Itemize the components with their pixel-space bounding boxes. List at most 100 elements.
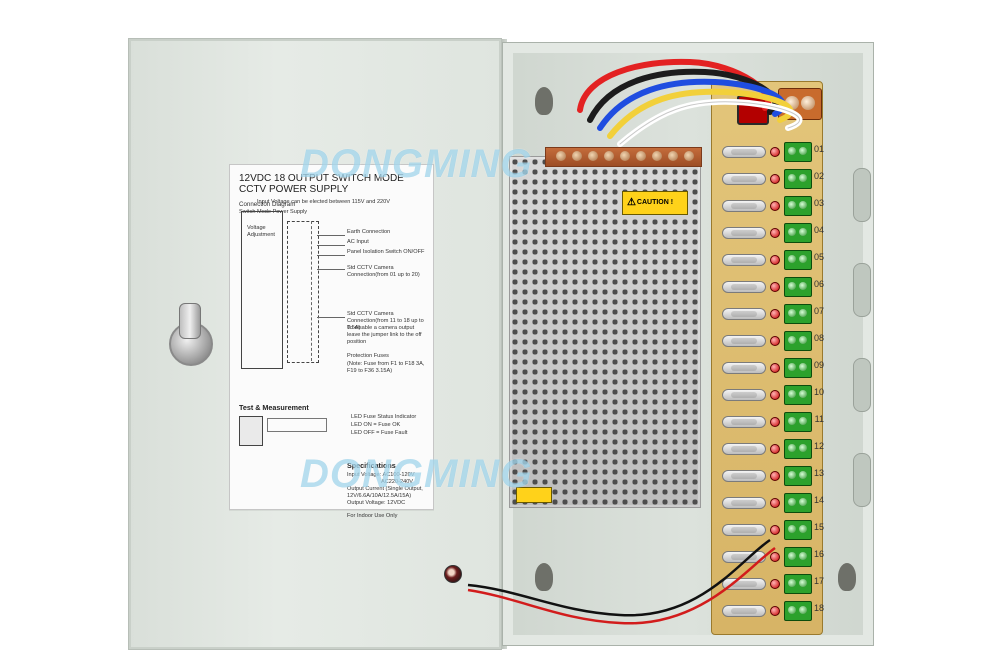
knockout-3 [853,358,871,412]
output-terminal [784,520,812,540]
output-row: 13 [722,464,824,486]
output-channel-number: 16 [813,549,824,559]
fuse [722,551,766,563]
output-terminal [784,439,812,459]
psu-terminal-strip [545,147,702,167]
diagram-line-switch [317,255,345,256]
output-terminal [784,196,812,216]
output-channel-number: 05 [813,252,824,262]
output-row: 11 [722,410,824,432]
output-row: 17 [722,572,824,594]
output-terminal [784,277,812,297]
fuse [722,443,766,455]
label-connection-diagram: Connection Diagram [239,201,296,208]
input-terminal-block [778,88,822,120]
fuse [722,497,766,509]
fuse [722,173,766,185]
enclosure-cabinet: CAUTION ! 010203040506070809101112131415… [502,42,874,646]
diagram-rail [311,221,312,361]
diagram-psu-box [241,211,283,369]
output-terminal [784,601,812,621]
knockout-4 [853,453,871,507]
fuse [722,362,766,374]
status-led [770,336,780,346]
diagram-protection-fuses: Protection Fuses [347,353,389,359]
label-specifications: Specifications [347,461,396,470]
mount-hole-bottom-right [838,563,856,591]
mount-hole-top [535,87,553,115]
fuse [722,416,766,428]
output-row: 09 [722,356,824,378]
watermark-top: DONGMING [300,142,533,186]
output-row: 04 [722,221,824,243]
status-led [770,417,780,427]
status-led [770,201,780,211]
output-row: 01 [722,140,824,162]
fuse [722,254,766,266]
output-terminal [784,169,812,189]
label-title-line-2: CCTV POWER SUPPLY [239,184,349,195]
status-led [770,525,780,535]
output-channel-number: 08 [813,333,824,343]
fuse [722,524,766,536]
label-switch-mode-psu: Switch Mode Power Supply [239,209,308,215]
diagram-line-cameras-a [317,269,345,270]
label-input-voltage-spec: Input Voltage: AC100-120V [347,472,415,478]
status-led [770,471,780,481]
fuse [722,281,766,293]
diagram-input-voltage-note: Input Voltage can be elected between 115… [257,199,391,205]
output-terminal [784,574,812,594]
status-led [770,498,780,508]
fuse [722,227,766,239]
knockout-2 [853,263,871,317]
output-row: 12 [722,437,824,459]
output-channel-number: 03 [813,198,824,208]
fuse [722,605,766,617]
output-channel-number: 17 [813,576,824,586]
fuse [722,146,766,158]
status-led [770,552,780,562]
output-row: 02 [722,167,824,189]
diagram-protection-fuses-note: (Note: Fuse from F1 to F18 3A, F19 to F3… [347,361,425,374]
power-supply-unit: CAUTION ! [509,147,702,508]
fuse [722,578,766,590]
output-row: 16 [722,545,824,567]
output-row: 10 [722,383,824,405]
output-terminal [784,412,812,432]
label-indoor-use-only: For Indoor Use Only [347,513,398,519]
status-led [770,174,780,184]
diagram-line-cameras-b [317,317,345,318]
output-channel-number: 02 [813,171,824,181]
instruction-label: 12VDC 18 OUTPUT SWITCH MODE CCTV POWER S… [229,164,434,519]
output-terminal [784,466,812,486]
diagram-cameras-11-to-18: Std CCTV Camera Connection(from 11 to 18… [347,311,424,331]
fuse [722,308,766,320]
test-measurement-area: LED Fuse Status Indicator LED ON = Fuse … [239,414,425,454]
output-row: 07 [722,302,824,324]
mount-hole-bottom [535,563,553,591]
status-led [770,606,780,616]
multimeter-icon [239,416,263,446]
fuse [722,470,766,482]
power-switch[interactable] [737,95,769,125]
output-row: 08 [722,329,824,351]
output-terminal [784,547,812,567]
caution-text: CAUTION ! [636,199,674,206]
label-led-on: LED ON = Fuse OK [351,422,401,428]
diagram-voltage-adjustment: Voltage Adjustment [247,225,275,238]
enclosure-door: 12VDC 18 OUTPUT SWITCH MODE CCTV POWER S… [128,38,507,650]
status-led [770,309,780,319]
output-terminal [784,304,812,324]
output-channel-number: 12 [813,441,824,451]
output-channel-number: 18 [813,603,824,613]
label-title-line-1: 12VDC 18 OUTPUT SWITCH MODE [239,173,404,184]
output-row: 06 [722,275,824,297]
output-channel-number: 06 [813,279,824,289]
output-row: 03 [722,194,824,216]
output-terminal [784,493,812,513]
status-led [770,390,780,400]
diagram-line-earth [317,235,345,236]
diagram-line-ac [317,245,345,246]
status-led [770,228,780,238]
test-wiring-box [267,418,327,432]
